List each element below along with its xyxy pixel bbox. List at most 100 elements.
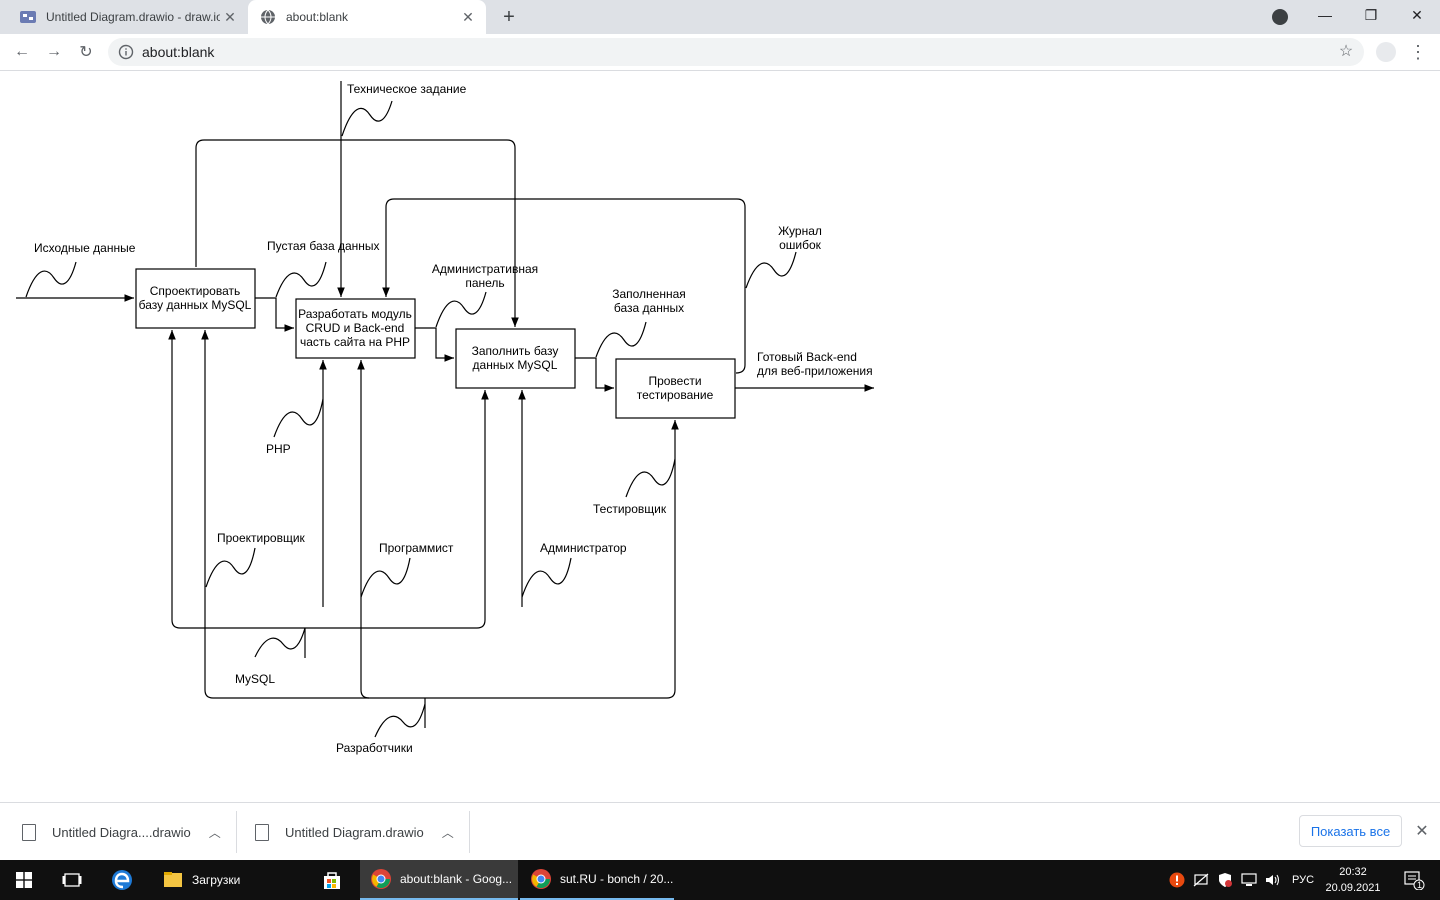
minimize-icon[interactable]: — — [1318, 7, 1332, 23]
label-empty-db: Пустая база данных — [267, 239, 380, 253]
store-icon[interactable] — [310, 860, 354, 900]
label-filled-db-2: база данных — [614, 301, 684, 315]
back-icon[interactable]: ← — [14, 43, 30, 60]
squiggle-tester — [625, 458, 676, 498]
squiggle-filled-db — [595, 321, 647, 358]
tab-strip: Untitled Diagram.drawio - draw.io ✕ abou… — [0, 0, 1440, 34]
label-programmer: Программист — [379, 541, 454, 555]
window-close-icon[interactable]: ✕ — [1411, 6, 1423, 23]
task-view-icon[interactable] — [50, 860, 94, 900]
close-download-bar-icon[interactable]: ✕ — [1415, 823, 1429, 840]
taskbar-app-label: about:blank - Goog... — [400, 872, 513, 886]
label-tz: Техническое задание — [347, 82, 467, 96]
squiggle-tz — [341, 100, 393, 137]
divider — [236, 811, 237, 853]
taskbar: Загрузки about:blank - Goog... sut.RU - … — [0, 860, 1440, 900]
tab-title: about:blank — [286, 10, 349, 24]
address-input[interactable] — [142, 42, 1292, 62]
squiggle-input — [25, 261, 77, 298]
taskbar-app-downloads[interactable]: Загрузки — [152, 860, 302, 900]
arrow-error-log — [382, 198, 746, 374]
close-tab-icon[interactable]: ✕ — [224, 8, 236, 25]
tab-drawio[interactable]: Untitled Diagram.drawio - draw.io ✕ — [8, 0, 248, 34]
label-input: Исходные данные — [34, 241, 136, 255]
label-developers: Разработчики — [336, 741, 413, 755]
bookmark-star-icon[interactable]: ☆ — [1338, 43, 1354, 60]
divider — [469, 811, 470, 853]
label-php: PHP — [266, 442, 291, 456]
box-design-db-line1: Спроектировать — [150, 284, 241, 298]
label-error-log-2: ошибок — [779, 238, 822, 252]
tab-about-blank[interactable]: about:blank ✕ — [248, 0, 486, 34]
chrome-icon — [371, 869, 391, 889]
volume-icon[interactable] — [1262, 860, 1284, 900]
globe-icon — [260, 9, 276, 25]
label-mysql: MySQL — [235, 672, 275, 686]
windows-start-icon[interactable] — [0, 860, 48, 900]
network-icon[interactable] — [1238, 860, 1260, 900]
download-item[interactable]: Untitled Diagram.drawio ︿ — [233, 803, 469, 861]
close-tab-icon[interactable]: ✕ — [462, 8, 474, 25]
box-develop-crud-line2: CRUD и Back-end — [306, 321, 405, 335]
download-item[interactable]: Untitled Diagra....drawio ︿ — [0, 803, 236, 861]
label-filled-db-1: Заполненная — [612, 287, 686, 301]
clock-time: 20:32 — [1339, 866, 1367, 878]
edge-icon[interactable] — [100, 860, 144, 900]
clock[interactable]: 20:32 20.09.2021 — [1318, 864, 1388, 896]
label-admin-panel-2: панель — [465, 276, 504, 290]
address-bar[interactable]: ☆ — [108, 38, 1364, 66]
browser-toolbar: ← → ↻ ☆ ⋮ — [0, 34, 1440, 71]
arrow-developers — [204, 420, 679, 699]
page-content: Спроектировать базу данных MySQL Разрабо… — [0, 71, 1440, 802]
taskbar-app-chrome-active[interactable]: about:blank - Goog... — [360, 860, 518, 900]
profile-avatar[interactable] — [1376, 42, 1396, 62]
arrow-tz-branch — [195, 139, 519, 327]
box-design-db-line2: базу данных MySQL — [139, 298, 252, 312]
tab-search-icon[interactable] — [1272, 9, 1288, 25]
squiggle-php — [273, 398, 324, 438]
arrow-empty-db — [255, 297, 294, 332]
folder-icon — [164, 872, 182, 887]
restore-icon[interactable]: ❐ — [1364, 6, 1378, 23]
squiggle-programmer — [360, 557, 411, 598]
label-designer: Проектировщик — [217, 531, 306, 545]
language-indicator[interactable]: РУС — [1291, 874, 1315, 886]
arrow-mysql — [171, 390, 489, 629]
box-develop-crud-line1: Разработать модуль — [298, 307, 412, 321]
file-icon — [22, 823, 36, 841]
label-output-1: Готовый Back-end — [757, 350, 857, 364]
new-tab-button[interactable]: + — [503, 6, 515, 28]
notifications-icon[interactable]: 1 — [1396, 860, 1432, 900]
squiggle-empty-db — [275, 261, 327, 298]
taskbar-app-chrome[interactable]: sut.RU - bonch / 20... — [520, 860, 674, 900]
box-fill-db-line2: данных MySQL — [473, 358, 558, 372]
label-administrator: Администратор — [540, 541, 627, 555]
squiggle-designer — [205, 547, 256, 588]
show-all-button[interactable]: Показать все — [1299, 815, 1402, 847]
squiggle-developers — [374, 703, 426, 738]
chrome-icon — [531, 869, 551, 889]
chevron-up-icon[interactable]: ︿ — [441, 825, 454, 840]
menu-icon[interactable]: ⋮ — [1409, 42, 1427, 62]
squiggle-error-log — [745, 251, 797, 289]
squiggle-mysql — [254, 627, 306, 658]
file-icon — [255, 823, 269, 841]
label-error-log-1: Журнал — [778, 224, 822, 238]
security-icon[interactable] — [1214, 860, 1236, 900]
taskbar-app-label: sut.RU - bonch / 20... — [560, 872, 674, 886]
warning-icon[interactable] — [1166, 860, 1188, 900]
arrow-filled-db — [575, 357, 614, 392]
device-icon[interactable] — [1190, 860, 1212, 900]
chevron-up-icon[interactable]: ︿ — [208, 825, 221, 840]
forward-icon[interactable]: → — [46, 43, 62, 60]
info-icon — [118, 44, 134, 60]
reload-icon[interactable]: ↻ — [79, 44, 93, 61]
box-fill-db-line1: Заполнить базу — [472, 344, 559, 358]
taskbar-app-label: Загрузки — [192, 873, 241, 887]
arrow-admin-panel — [415, 327, 454, 362]
squiggle-admin-panel — [435, 291, 487, 328]
idef0-diagram: Спроектировать базу данных MySQL Разрабо… — [16, 81, 874, 755]
download-bar: Untitled Diagra....drawio ︿ Untitled Dia… — [0, 802, 1440, 861]
notification-count: 1 — [1417, 880, 1423, 890]
label-tester: Тестировщик — [593, 502, 667, 516]
